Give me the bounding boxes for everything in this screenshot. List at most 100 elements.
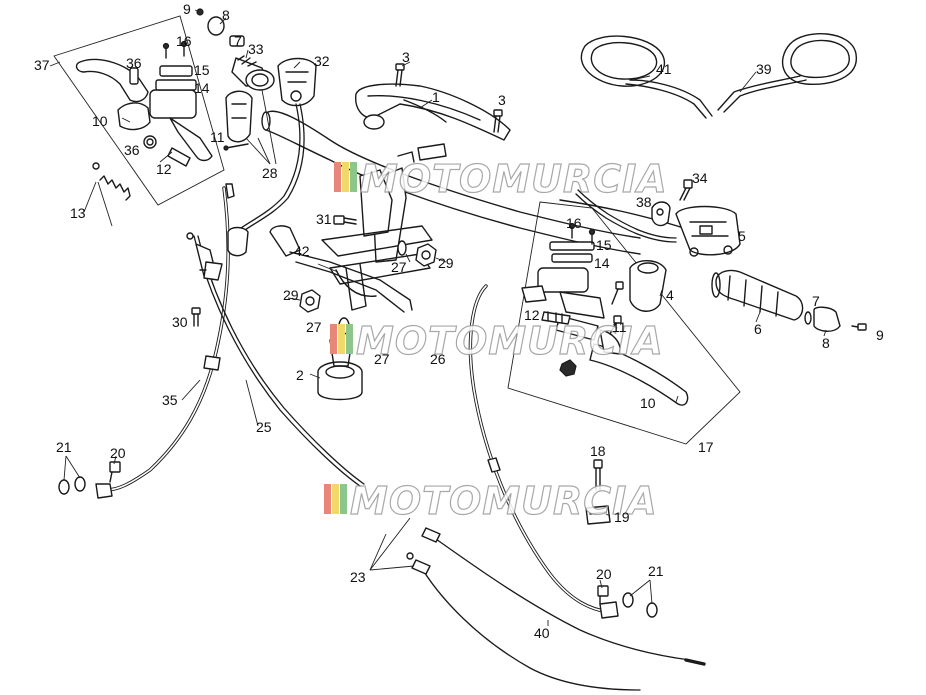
right-assembly-outline: [507, 201, 741, 445]
top-cover: [355, 83, 511, 141]
callout-28: 28: [262, 165, 278, 181]
right-brake-lever: [589, 329, 689, 406]
callout-30: 30: [172, 314, 188, 330]
callout-29a: 29: [438, 255, 454, 271]
callout-11b: 11: [612, 319, 627, 335]
cable-40-brake-hose-right: [468, 284, 619, 619]
bar-end-weight: [804, 306, 867, 332]
callout-13: 13: [70, 205, 86, 221]
callout-36b: 36: [124, 142, 140, 158]
callout-3b: 3: [498, 92, 506, 108]
callout-7a: 7: [234, 33, 242, 49]
wiring-harness-left: [227, 103, 305, 257]
handlebar-right-end: [559, 199, 691, 231]
crossbar: [269, 225, 413, 313]
right-mirror: [717, 32, 857, 113]
bolts-11-right: [609, 281, 624, 335]
callout-15a: 15: [194, 62, 210, 78]
callout-33: 33: [248, 41, 264, 57]
cable-23-wire-a: [421, 527, 706, 666]
connector-clamp-left: [199, 261, 223, 281]
watermark-text-bottom: MOTOMURCIA: [350, 479, 658, 523]
callout-14b: 14: [594, 255, 610, 271]
callout-1: 1: [432, 89, 440, 105]
callout-26: 26: [430, 351, 446, 367]
callout-16a: 16: [176, 33, 192, 49]
callout-36a: 36: [126, 55, 142, 71]
callout-17: 17: [698, 439, 714, 455]
watermark-top: MOTOMURCIA: [334, 156, 668, 202]
callout-39: 39: [756, 61, 772, 77]
nut-29-right: [415, 243, 437, 267]
bolt-34: [679, 179, 693, 201]
callout-31: 31: [316, 211, 332, 227]
callout-2: 2: [296, 367, 304, 383]
callout-37: 37: [34, 57, 50, 73]
callout-20a: 20: [110, 445, 126, 461]
callout-18: 18: [590, 443, 606, 459]
callout-14a: 14: [194, 80, 210, 96]
callout-15b: 15: [596, 237, 612, 253]
callout-8b: 8: [822, 335, 830, 351]
throttle-grip-left-top: [196, 8, 275, 91]
callout-42: 42: [294, 243, 310, 259]
watermark-text-top: MOTOMURCIA: [360, 157, 668, 201]
handlebar-riser-frame: [321, 143, 447, 311]
nut-29-left: [299, 289, 321, 313]
callout-8a: 8: [222, 7, 230, 23]
cable-23-wire-b: [406, 552, 641, 691]
left-spring: [92, 162, 131, 201]
bolt-3-top: [395, 63, 405, 87]
watermark-text-middle: MOTOMURCIA: [356, 319, 664, 363]
left-master-cylinder: [129, 40, 213, 167]
callout-21b: 21: [648, 563, 664, 579]
banjo-bolt-20-right: [597, 585, 609, 605]
clamp-38: [651, 201, 671, 227]
leader-lines: [49, 9, 827, 626]
right-lower-housing: [629, 260, 667, 312]
washers-21-right: [622, 592, 658, 618]
steering-stem-bushing: [317, 339, 363, 401]
watermark-bottom: MOTOMURCIA: [324, 478, 658, 524]
callout-9a: 9: [183, 1, 191, 17]
right-grip: [711, 269, 804, 321]
left-switch-housing: [277, 57, 317, 107]
left-mirror: [580, 35, 713, 119]
wiring-harness-right: [575, 189, 677, 243]
callout-20b: 20: [596, 566, 612, 582]
callout-40: 40: [534, 625, 550, 641]
callout-35: 35: [162, 392, 178, 408]
washer-27-right: [397, 240, 407, 256]
callout-19: 19: [614, 509, 630, 525]
bolt-31: [333, 215, 357, 225]
left-clamp: [223, 90, 253, 151]
callout-11a: 11: [210, 129, 225, 145]
callout-10a: 10: [92, 113, 108, 129]
callout-38: 38: [636, 194, 652, 210]
cable-35-brake-hose-left: [95, 183, 235, 499]
callout-5: 5: [738, 228, 746, 244]
right-master-cylinder: [521, 222, 605, 377]
callout-23: 23: [350, 569, 366, 585]
bolt-30: [191, 307, 201, 327]
callout-32: 32: [314, 53, 330, 69]
callout-27a: 27: [391, 259, 407, 275]
left-brake-lever: [75, 58, 151, 131]
banjo-bolt-20-left: [109, 461, 121, 483]
callout-21a: 21: [56, 439, 72, 455]
bolt-3-right: [493, 109, 503, 133]
callout-6: 6: [754, 321, 762, 337]
callout-3a: 3: [402, 49, 410, 65]
callout-4: 4: [666, 287, 674, 303]
callout-16b: 16: [566, 215, 582, 231]
washers-21-left: [58, 476, 86, 495]
right-switch-housing: [675, 205, 741, 257]
callout-9b: 9: [876, 327, 884, 343]
callout-27c: 27: [374, 351, 390, 367]
callout-41: 41: [656, 61, 672, 77]
left-assembly-outline: [53, 15, 225, 206]
callout-29b: 29: [283, 287, 299, 303]
callout-10b: 10: [640, 395, 656, 411]
right-switch-12: [541, 311, 571, 325]
